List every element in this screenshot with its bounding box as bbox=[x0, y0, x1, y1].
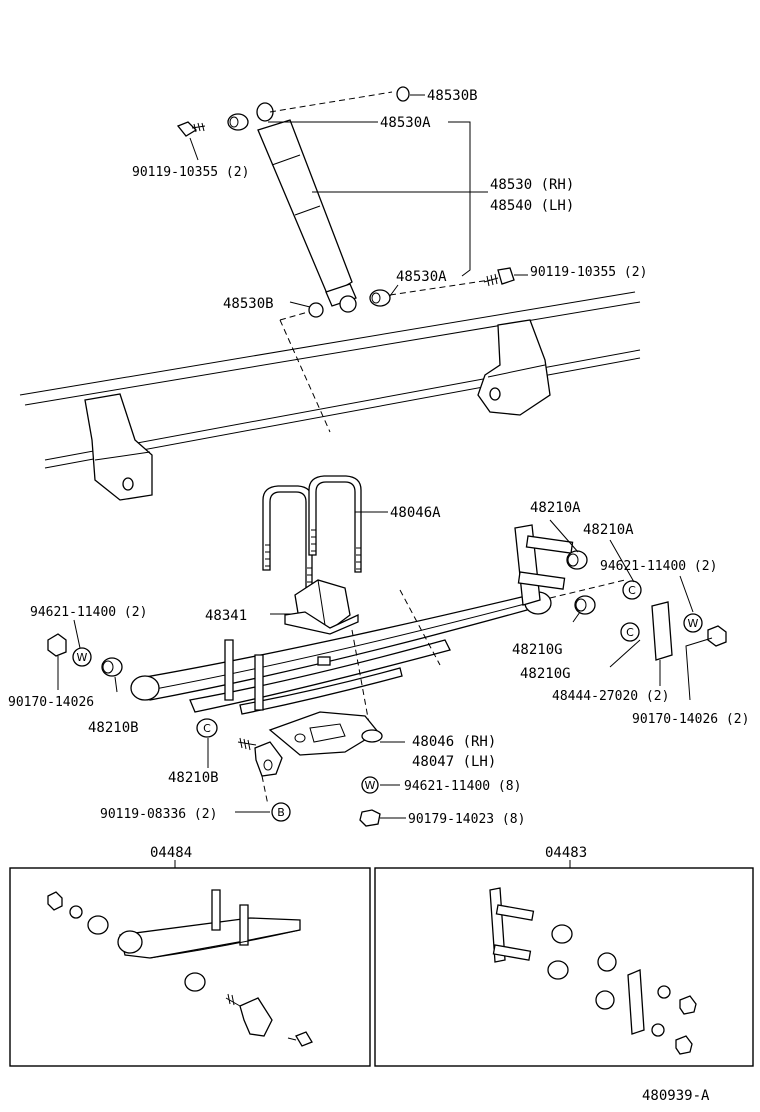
bolt-90119-08336 bbox=[237, 737, 283, 777]
bushing-48530A-top bbox=[227, 113, 249, 131]
svg-text:C: C bbox=[626, 626, 634, 639]
label-90170-14026-right: 90170-14026 (2) bbox=[632, 712, 749, 727]
kit-04483-box bbox=[374, 860, 754, 1067]
svg-text:C: C bbox=[628, 584, 636, 597]
bushing-48210A-2: C bbox=[622, 580, 642, 600]
label-48530-rh: 48530 (RH) bbox=[490, 177, 574, 193]
bolt-90119-10355-right bbox=[483, 267, 515, 287]
label-90119-08336: 90119-08336 (2) bbox=[100, 807, 217, 822]
label-48046-rh: 48046 (RH) bbox=[412, 734, 496, 750]
label-48210B-2: 48210B bbox=[168, 770, 219, 786]
bolt-90119-10355-left bbox=[176, 121, 206, 137]
nut-90170-right bbox=[707, 625, 727, 647]
u-bolt-48046A bbox=[262, 475, 362, 591]
label-90119-10355-right: 90119-10355 (2) bbox=[530, 265, 647, 280]
label-48046A: 48046A bbox=[390, 505, 441, 521]
bushing-48210G-2: C bbox=[620, 622, 640, 642]
label-94621-11400-left: 94621-11400 (2) bbox=[30, 605, 147, 620]
label-48530B-bottom: 48530B bbox=[223, 296, 274, 312]
svg-text:C: C bbox=[203, 722, 211, 735]
label-90119-10355-left: 90119-10355 (2) bbox=[132, 165, 249, 180]
bushing-48530A-bottom bbox=[369, 289, 391, 307]
label-48530B-top: 48530B bbox=[427, 88, 478, 104]
right-frame-bracket bbox=[477, 319, 551, 416]
leader-lines bbox=[57, 94, 713, 819]
label-48210A-2: 48210A bbox=[583, 522, 634, 538]
nut-90179-14023 bbox=[359, 809, 381, 827]
bushing-48210B-2: C bbox=[196, 718, 218, 738]
label-90179-14023: 90179-14023 (8) bbox=[408, 812, 525, 827]
label-48530A-top: 48530A bbox=[380, 115, 431, 131]
svg-text:B: B bbox=[277, 806, 285, 819]
shock-absorber bbox=[256, 102, 357, 307]
label-48047-lh: 48047 (LH) bbox=[412, 754, 496, 770]
label-48341: 48341 bbox=[205, 608, 247, 624]
bushing-lower-shock bbox=[339, 295, 357, 313]
label-48530A-bottom: 48530A bbox=[396, 269, 447, 285]
label-48540-lh: 48540 (LH) bbox=[490, 198, 574, 214]
bumper-48341 bbox=[284, 579, 359, 635]
figure-id: 480939-A bbox=[642, 1088, 710, 1104]
bushing-48210B-1 bbox=[101, 657, 123, 677]
left-frame-bracket bbox=[84, 393, 153, 501]
washer-94621-left: W bbox=[72, 647, 92, 667]
label-94621-11400-8: 94621-11400 (8) bbox=[404, 779, 521, 794]
svg-text:W: W bbox=[688, 617, 699, 630]
nut-90170-left bbox=[47, 633, 67, 657]
washer-94621-8: W bbox=[361, 776, 379, 794]
washer-94621-right: W bbox=[683, 613, 703, 633]
label-48444-27020: 48444-27020 (2) bbox=[552, 689, 669, 704]
bushing-48210A-1 bbox=[566, 550, 588, 570]
spring-seat-48046 bbox=[268, 711, 383, 756]
label-94621-11400-right: 94621-11400 (2) bbox=[600, 559, 717, 574]
label-48210G-2: 48210G bbox=[520, 666, 571, 682]
label-90170-14026-left: 90170-14026 bbox=[8, 695, 94, 710]
kit-04484-box bbox=[9, 860, 371, 1067]
label-48210A-1: 48210A bbox=[530, 500, 581, 516]
bushing-48210G-1 bbox=[574, 595, 596, 615]
svg-text:W: W bbox=[77, 651, 88, 664]
label-48210G-1: 48210G bbox=[512, 642, 563, 658]
svg-text:W: W bbox=[365, 779, 376, 792]
label-kit-04483: 04483 bbox=[545, 845, 587, 861]
bushing-48530B-top bbox=[396, 86, 410, 102]
shackle-48444 bbox=[514, 524, 673, 661]
bushing-48530B-bottom bbox=[308, 302, 324, 318]
label-48210B-1: 48210B bbox=[88, 720, 139, 736]
label-kit-04484: 04484 bbox=[150, 845, 192, 861]
ref-b-circle: B bbox=[271, 802, 291, 822]
